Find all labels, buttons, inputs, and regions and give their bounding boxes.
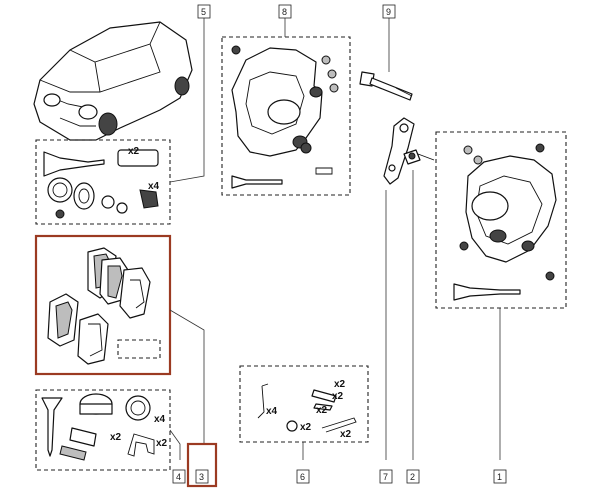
- sleeve-bush: [69, 427, 97, 447]
- fixing-clip-b-qty: x2: [316, 405, 328, 416]
- callout-8[interactable]: 8: [278, 4, 292, 19]
- grease-qty: x2: [128, 146, 140, 157]
- grease-tube: [43, 151, 105, 177]
- brake-pad-5: [77, 313, 109, 365]
- caliper-piston: [267, 99, 301, 125]
- callout-7[interactable]: 7: [379, 469, 393, 484]
- brake-pad-set-box: [34, 234, 172, 376]
- brake-pad-set-group[interactable]: [34, 234, 172, 376]
- callout-6-label: 6: [300, 472, 305, 482]
- bleed-cap: [55, 209, 65, 219]
- fixing-spring: [257, 383, 269, 419]
- callout-1-label: 1: [497, 472, 502, 482]
- wear-sensor-box: [117, 339, 161, 359]
- fixing-clip-a: [313, 403, 333, 411]
- callout-7-label: 7: [383, 472, 388, 482]
- small-seal-a: [101, 195, 115, 209]
- fixing-pin-qty: x2: [334, 379, 346, 390]
- dust-boot: [73, 182, 95, 210]
- seal-kit-group[interactable]: x2 x4: [35, 139, 171, 225]
- caliper-assembly-piston: [471, 191, 509, 221]
- guide-boot-qty: x4: [148, 181, 160, 192]
- piston-seal-ring: [47, 177, 73, 203]
- fixing-pin: [311, 389, 337, 403]
- sleeve-kit-group[interactable]: x4 x2 x2: [35, 389, 171, 471]
- fixing-kit-group[interactable]: x4 x2 x2 x2 x2 x2: [239, 365, 369, 443]
- leader-lines: [169, 18, 501, 460]
- bleed-screw[interactable]: [403, 149, 435, 165]
- callout-3[interactable]: 3: [186, 442, 218, 488]
- vehicle-illustration: [33, 21, 193, 141]
- caliper-bolt[interactable]: [359, 71, 413, 101]
- sleeve-grease-tube: [41, 397, 63, 457]
- fixing-clip-a-qty: x2: [332, 391, 344, 402]
- callout-2-label: 2: [410, 472, 415, 482]
- callout-6[interactable]: 6: [296, 469, 310, 484]
- callout-4-label: 4: [176, 472, 181, 482]
- caliper-kit-group[interactable]: [221, 36, 351, 196]
- caliper-assembly-group[interactable]: [435, 131, 567, 309]
- fixing-wire-qty: x2: [340, 429, 352, 440]
- callout-4[interactable]: 4: [172, 469, 186, 484]
- guide-boot: [139, 189, 159, 209]
- sleeve-bush-qty: x2: [110, 432, 122, 443]
- caliper-kit-box: [221, 36, 351, 196]
- caliper-assembly-grease: [453, 283, 521, 301]
- callout-3-highlight: [186, 442, 218, 488]
- sleeve-kit-box: [35, 389, 171, 471]
- sleeve-clip-qty: x2: [156, 438, 168, 449]
- sleeve-ring: [125, 395, 151, 421]
- small-seal-b: [116, 202, 128, 214]
- callout-1[interactable]: 1: [493, 469, 507, 484]
- grease-sachet: [117, 149, 159, 167]
- sleeve-ring-qty: x4: [154, 414, 166, 425]
- callout-2[interactable]: 2: [406, 469, 420, 484]
- hose-bracket[interactable]: [383, 117, 415, 185]
- fixing-kit-box: [239, 365, 369, 443]
- callout-9[interactable]: 9: [382, 4, 396, 19]
- callout-8-label: 8: [282, 7, 287, 17]
- sleeve-clip: [127, 433, 155, 457]
- callout-5-label: 5: [201, 7, 206, 17]
- brake-pad-3: [119, 267, 151, 319]
- fixing-spring-qty: x4: [266, 406, 278, 417]
- callout-5[interactable]: 5: [197, 4, 211, 19]
- caliper-grease: [231, 175, 283, 189]
- fixing-nut-qty: x2: [300, 422, 312, 433]
- callout-9-label: 9: [386, 7, 391, 17]
- callout-3-label: 3: [199, 472, 204, 482]
- fixing-nut: [286, 420, 298, 432]
- caliper-assembly-box: [435, 131, 567, 309]
- fixing-wire: [321, 417, 357, 433]
